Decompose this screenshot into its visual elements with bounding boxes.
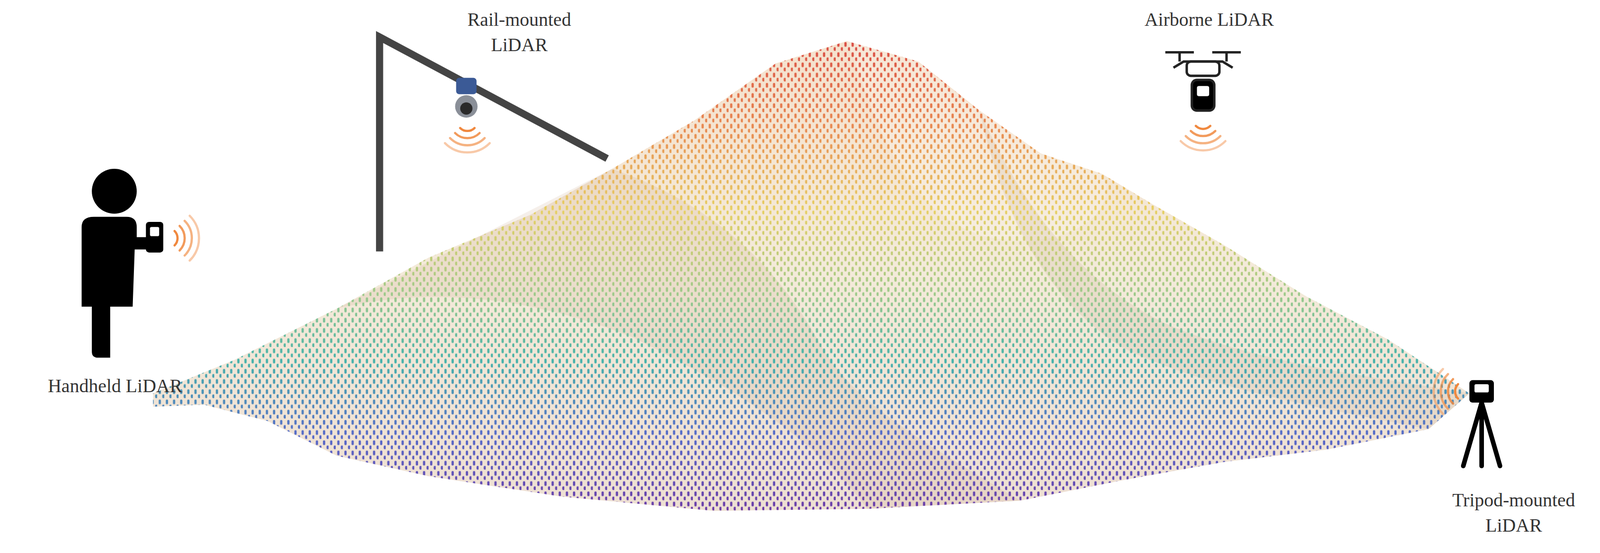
- rail-lidar-label: Rail-mounted LiDAR: [444, 6, 594, 59]
- airborne-lidar-label: Airborne LiDAR: [1144, 6, 1275, 33]
- handheld-operator: [81, 168, 164, 358]
- tripod-scanner: [1463, 379, 1500, 466]
- handheld-lidar-label: Handheld LiDAR: [47, 372, 183, 399]
- terrain-point-cloud: [142, 30, 1480, 521]
- scan-waves: [1180, 125, 1226, 151]
- scan-waves: [174, 215, 199, 261]
- tripod-lidar-label: Tripod-mounted LiDAR: [1439, 487, 1589, 539]
- scan-waves: [1433, 368, 1459, 414]
- rail-frame: [379, 37, 608, 252]
- scan-waves: [444, 127, 490, 153]
- drone: [1165, 52, 1241, 111]
